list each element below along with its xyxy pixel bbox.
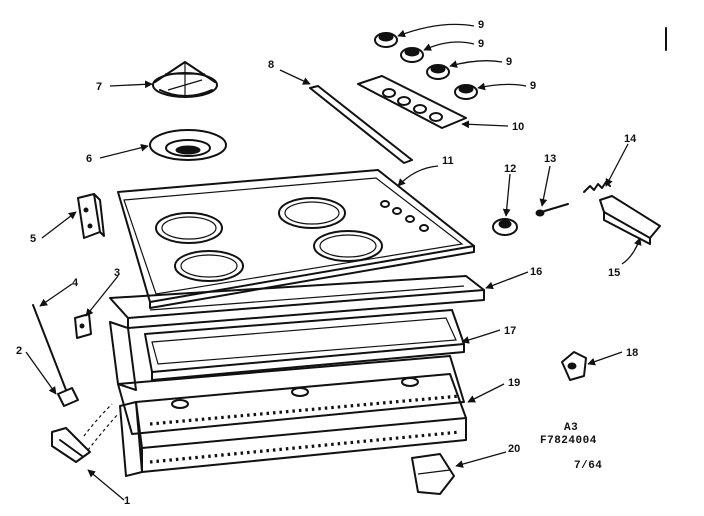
part-18-clip: [561, 351, 587, 381]
drawing-date: 7/64: [574, 460, 602, 472]
callout-10: 10: [512, 121, 524, 133]
callout-9-b: 9: [478, 38, 484, 50]
part-6-burner-bowl: [149, 129, 227, 161]
part-12-grommet: [492, 218, 518, 236]
callout-9-a: 9: [478, 19, 484, 31]
knob-3: [426, 64, 450, 80]
callout-11: 11: [442, 155, 454, 167]
knob-2: [400, 47, 424, 63]
knob-1: [374, 32, 398, 48]
callout-2: 2: [16, 345, 22, 357]
knob-4: [454, 84, 478, 100]
part-5-hinge-bracket: [77, 193, 105, 239]
part-9-knobs: [374, 32, 478, 100]
callout-4: 4: [72, 277, 79, 289]
part-11-cooktop: [117, 169, 475, 309]
callout-9-d: 9: [530, 80, 536, 92]
leader-lines: [25, 23, 642, 501]
part-2-switch: [57, 387, 79, 407]
callout-14: 14: [624, 133, 637, 145]
part-16-frame: [109, 275, 485, 329]
callout-8: 8: [268, 59, 274, 71]
callout-1: 1: [124, 495, 130, 507]
part-15-bracket: [599, 195, 661, 245]
callout-3: 3: [114, 267, 120, 279]
callout-18: 18: [626, 347, 638, 359]
callout-17: 17: [504, 325, 516, 337]
part-7-burner-head: [152, 61, 218, 98]
part-17-drip-tray: [109, 309, 465, 391]
part-13-screw: [535, 203, 569, 217]
callout-20: 20: [508, 443, 520, 455]
callout-9-c: 9: [506, 56, 512, 68]
part-20-block: [411, 453, 455, 495]
drawing-code: F7824004: [540, 435, 597, 447]
callout-13: 13: [544, 153, 556, 165]
part-4-rod: [32, 304, 67, 391]
callout-16: 16: [530, 266, 542, 278]
section-label: A3: [564, 422, 578, 434]
part-3-clip: [74, 313, 92, 339]
callout-12: 12: [504, 163, 516, 175]
callout-labels: 7 6 8 9 9 9 9 10 11 12 13 14 15 16 17 18…: [16, 19, 638, 507]
part-1-handle: [51, 403, 119, 463]
drawing-identification: A3 F7824004 7/64: [540, 422, 602, 472]
part-19-front-panel: [117, 355, 467, 477]
callout-15: 15: [608, 267, 620, 279]
callout-5: 5: [30, 233, 36, 245]
part-8-trim-strip: [309, 85, 413, 164]
callout-19: 19: [508, 377, 520, 389]
part-10-control-plate: [357, 75, 467, 129]
callout-6: 6: [86, 153, 92, 165]
callout-7: 7: [96, 81, 102, 93]
part-14-spring: [583, 181, 611, 193]
